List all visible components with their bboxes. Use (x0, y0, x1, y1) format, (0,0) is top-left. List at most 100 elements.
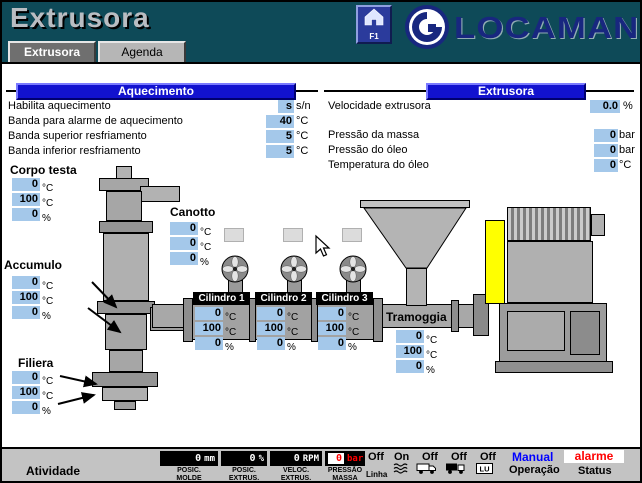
display-caption: POSIC. (232, 467, 256, 474)
zone-value-field[interactable]: 0 (12, 371, 40, 384)
machine-part-cone (109, 350, 143, 372)
aquecimento-row-value[interactable]: 5 (266, 130, 294, 143)
zone-values-corpo-testa: 0°C 100°C 0% (12, 178, 54, 224)
extrusora-row-label: Velocidade extrusora (328, 100, 431, 112)
zone-value-field[interactable]: 100 (12, 386, 40, 399)
machine-part-hopper-rim (360, 200, 470, 208)
machine-part-motor-body (507, 241, 593, 303)
aquecimento-row-label: Banda superior resfriamento (8, 130, 147, 142)
zone-values-cilindro-2: 0°C 100°C 0% (257, 307, 298, 353)
wave-icon (393, 463, 408, 474)
container-lu-icon: LU (476, 463, 493, 474)
linha-label: Linha (366, 470, 388, 479)
zone-value-field[interactable]: 0 (396, 330, 424, 343)
home-button[interactable]: F1 (356, 5, 392, 44)
extrusora-row-value[interactable]: 0 (594, 159, 618, 172)
header-bar: Extrusora Extrusora Agenda F1 LOCAMAN (2, 2, 640, 62)
zone-unit: °C (42, 183, 54, 194)
machine-part-flange (311, 298, 318, 342)
switch-state[interactable]: Off (422, 451, 438, 463)
zone-values-accumulo: 0°C 100°C 0% (12, 276, 54, 322)
zone-value-field[interactable]: 0 (12, 401, 40, 414)
switch-state[interactable]: Off (451, 451, 467, 463)
machine-part-motor-fins (507, 207, 591, 241)
linha-on-state[interactable]: On (394, 451, 410, 463)
zone-unit: °C (42, 281, 54, 292)
home-icon (364, 8, 384, 26)
zone-label-corpo-testa: Corpo testa (10, 163, 77, 177)
aquecimento-row-unit: °C (296, 130, 309, 142)
zone-value-field[interactable]: 0 (396, 360, 424, 373)
zone-value-field[interactable]: 100 (257, 322, 285, 335)
zone-value-field[interactable]: 0 (257, 337, 285, 350)
zone-values-cilindro-3: 0°C 100°C 0% (318, 307, 360, 353)
display-unit: % (258, 453, 264, 464)
zone-value-field[interactable]: 0 (318, 337, 346, 350)
zone-value-field[interactable]: 100 (195, 322, 223, 335)
machine-part-canotto-arm (140, 186, 180, 202)
zone-label-tramoggia: Tramoggia (386, 310, 447, 324)
switch-state[interactable]: Off (480, 451, 496, 463)
main-area: Aquecimento Extrusora Habilita aquecimen… (2, 62, 640, 449)
aquecimento-row-label: Habilita aquecimento (8, 100, 111, 112)
section-title-aquecimento: Aquecimento (16, 83, 296, 100)
zone-unit: % (287, 342, 296, 353)
zone-value-field[interactable]: 100 (318, 322, 346, 335)
zone-value-field[interactable]: 0 (12, 276, 40, 289)
activity-label: Atividade (26, 464, 81, 478)
aquecimento-row-value[interactable]: 40 (266, 115, 294, 128)
zone-value-field[interactable]: 0 (195, 307, 223, 320)
zone-value-field[interactable]: 100 (396, 345, 424, 358)
aquecimento-row-label: Banda para alarme de aquecimento (8, 115, 183, 127)
svg-text:LU: LU (480, 465, 490, 474)
trailer-icon (446, 463, 465, 474)
zone-value-field[interactable]: 0 (12, 306, 40, 319)
zone-value-field[interactable]: 0 (195, 337, 223, 350)
aquecimento-row-value[interactable]: 5 (266, 145, 294, 158)
zone-value-field[interactable]: 0 (12, 178, 40, 191)
alarm-status-value[interactable]: alarme (564, 450, 624, 463)
extrusora-row-label: Pressão do óleo (328, 144, 408, 156)
zone-values-filiera: 0°C 100°C 0% (12, 371, 53, 417)
machine-part-die-flange (92, 372, 158, 387)
zone-value-field[interactable]: 0 (170, 252, 198, 265)
extrusora-row-label: Temperatura do óleo (328, 159, 429, 171)
display-caption: POSIC. (177, 467, 201, 474)
zone-value-field[interactable]: 0 (170, 222, 198, 235)
alarm-status-label: Status (578, 465, 612, 477)
aquecimento-row-label: Banda inferior resfriamento (8, 145, 141, 157)
zone-values-canotto: 0°C 0°C 0% (170, 222, 212, 268)
tab-extrusora[interactable]: Extrusora (8, 41, 96, 62)
extrusora-row-value[interactable]: 0.0 (590, 100, 620, 113)
zone-value-field[interactable]: 0 (257, 307, 285, 320)
display-value-alarm: 0 (328, 453, 344, 464)
zone-value-field[interactable]: 0 (170, 237, 198, 250)
display-caption: VELOC. (282, 467, 310, 474)
zone-unit: °C (200, 227, 212, 238)
zone-value-field[interactable]: 100 (12, 291, 40, 304)
zone-value-field[interactable]: 100 (12, 193, 40, 206)
display-unit: bar (347, 453, 364, 464)
zone-unit: °C (426, 335, 438, 346)
zone-unit: °C (42, 296, 54, 307)
machine-part-lower-body (105, 314, 147, 350)
zone-value-field[interactable]: 0 (318, 307, 346, 320)
linha-off-state[interactable]: Off (368, 451, 384, 463)
zone-label-cilindro-1: Cilindro 1 (193, 292, 250, 305)
aquecimento-row-value[interactable]: s (278, 100, 294, 113)
tab-agenda[interactable]: Agenda (98, 41, 186, 62)
zone-unit: °C (348, 327, 360, 338)
extrusora-row-value[interactable]: 0 (594, 129, 618, 142)
operation-mode-value[interactable]: Manual (512, 450, 554, 464)
machine-part-flange (373, 298, 383, 342)
extrusora-row-value[interactable]: 0 (594, 144, 618, 157)
machine-part-gearbox-panel (507, 311, 565, 351)
machine-part-accumulator-body (103, 233, 149, 301)
zone-unit: °C (225, 312, 237, 323)
fan-icon (339, 255, 367, 283)
machine-part-motor-cap (591, 214, 605, 236)
zone-label-cilindro-2: Cilindro 2 (255, 292, 312, 305)
zone-value-field[interactable]: 0 (12, 208, 40, 221)
